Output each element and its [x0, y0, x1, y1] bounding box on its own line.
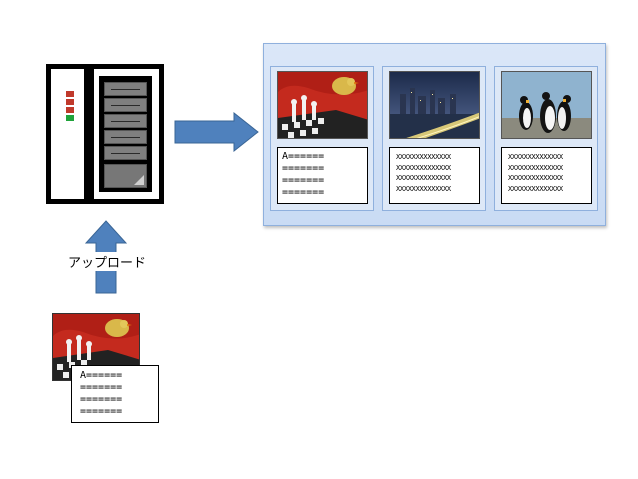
drive-bay	[104, 130, 147, 144]
drive-bay	[104, 114, 147, 128]
city-night-image	[390, 72, 479, 138]
caption-line: =======	[282, 163, 325, 174]
caption-line: =======	[282, 187, 325, 198]
card-thumbnail	[389, 71, 480, 139]
caption-line: =======	[282, 175, 325, 186]
drive-bay	[104, 82, 147, 96]
card-caption: XXXXXXXXXXXXXX XXXXXXXXXXXXXX XXXXXXXXXXXX…	[389, 147, 480, 204]
caption-line: XXXXXXXXXXXXXX	[508, 184, 563, 193]
drive-bay-large	[104, 164, 147, 188]
chess-chick-image	[278, 72, 367, 138]
led-indicator	[66, 91, 74, 97]
caption-line: XXXXXXXXXXXXXX	[396, 163, 451, 172]
server-rack-panel	[94, 69, 159, 199]
card-thumbnail	[501, 71, 592, 139]
drive-rack	[99, 76, 152, 192]
doc-line: =======	[80, 406, 123, 417]
card-thumbnail	[277, 71, 368, 139]
caption-line: XXXXXXXXXXXXXX	[508, 163, 563, 172]
led-indicator	[66, 107, 74, 113]
source-document: A===========================	[71, 365, 159, 423]
server-icon	[46, 64, 164, 204]
doc-line: =======	[80, 382, 123, 393]
caption-line: XXXXXXXXXXXXXX	[396, 174, 451, 182]
caption-line: A======	[282, 151, 325, 162]
caption-line: XXXXXXXXXXXXXX	[396, 184, 451, 193]
caption-line: XXXXXXXXXXXXXX	[396, 153, 451, 161]
drive-bay	[104, 98, 147, 112]
caption-line: XXXXXXXXXXXXXX	[508, 174, 563, 182]
drive-bay	[104, 146, 147, 160]
penguins-image	[502, 72, 591, 138]
doc-line: =======	[80, 394, 123, 405]
card-caption: XXXXXXXXXXXXXX XXXXXXXXXXXXXX XXXXXXXXXXXX…	[501, 147, 592, 204]
led-indicator	[66, 99, 74, 105]
gallery-card[interactable]: A===========================	[270, 66, 374, 211]
doc-line: A======	[80, 370, 123, 381]
caption-line: XXXXXXXXXXXXXX	[508, 153, 563, 161]
server-status-panel	[51, 69, 84, 199]
gallery-card[interactable]: XXXXXXXXXXXXXX XXXXXXXXXXXXXX XXXXXXXXXXXX…	[382, 66, 486, 211]
gallery-panel: A=========================== XXXXXXXXXXX…	[263, 43, 606, 226]
card-caption: A===========================	[277, 147, 368, 204]
upload-label: アップロード	[66, 252, 149, 271]
gallery-card[interactable]: XXXXXXXXXXXXXX XXXXXXXXXXXXXX XXXXXXXXXXXX…	[494, 66, 598, 211]
arrow-right-icon	[174, 112, 259, 152]
led-indicator	[66, 115, 74, 121]
